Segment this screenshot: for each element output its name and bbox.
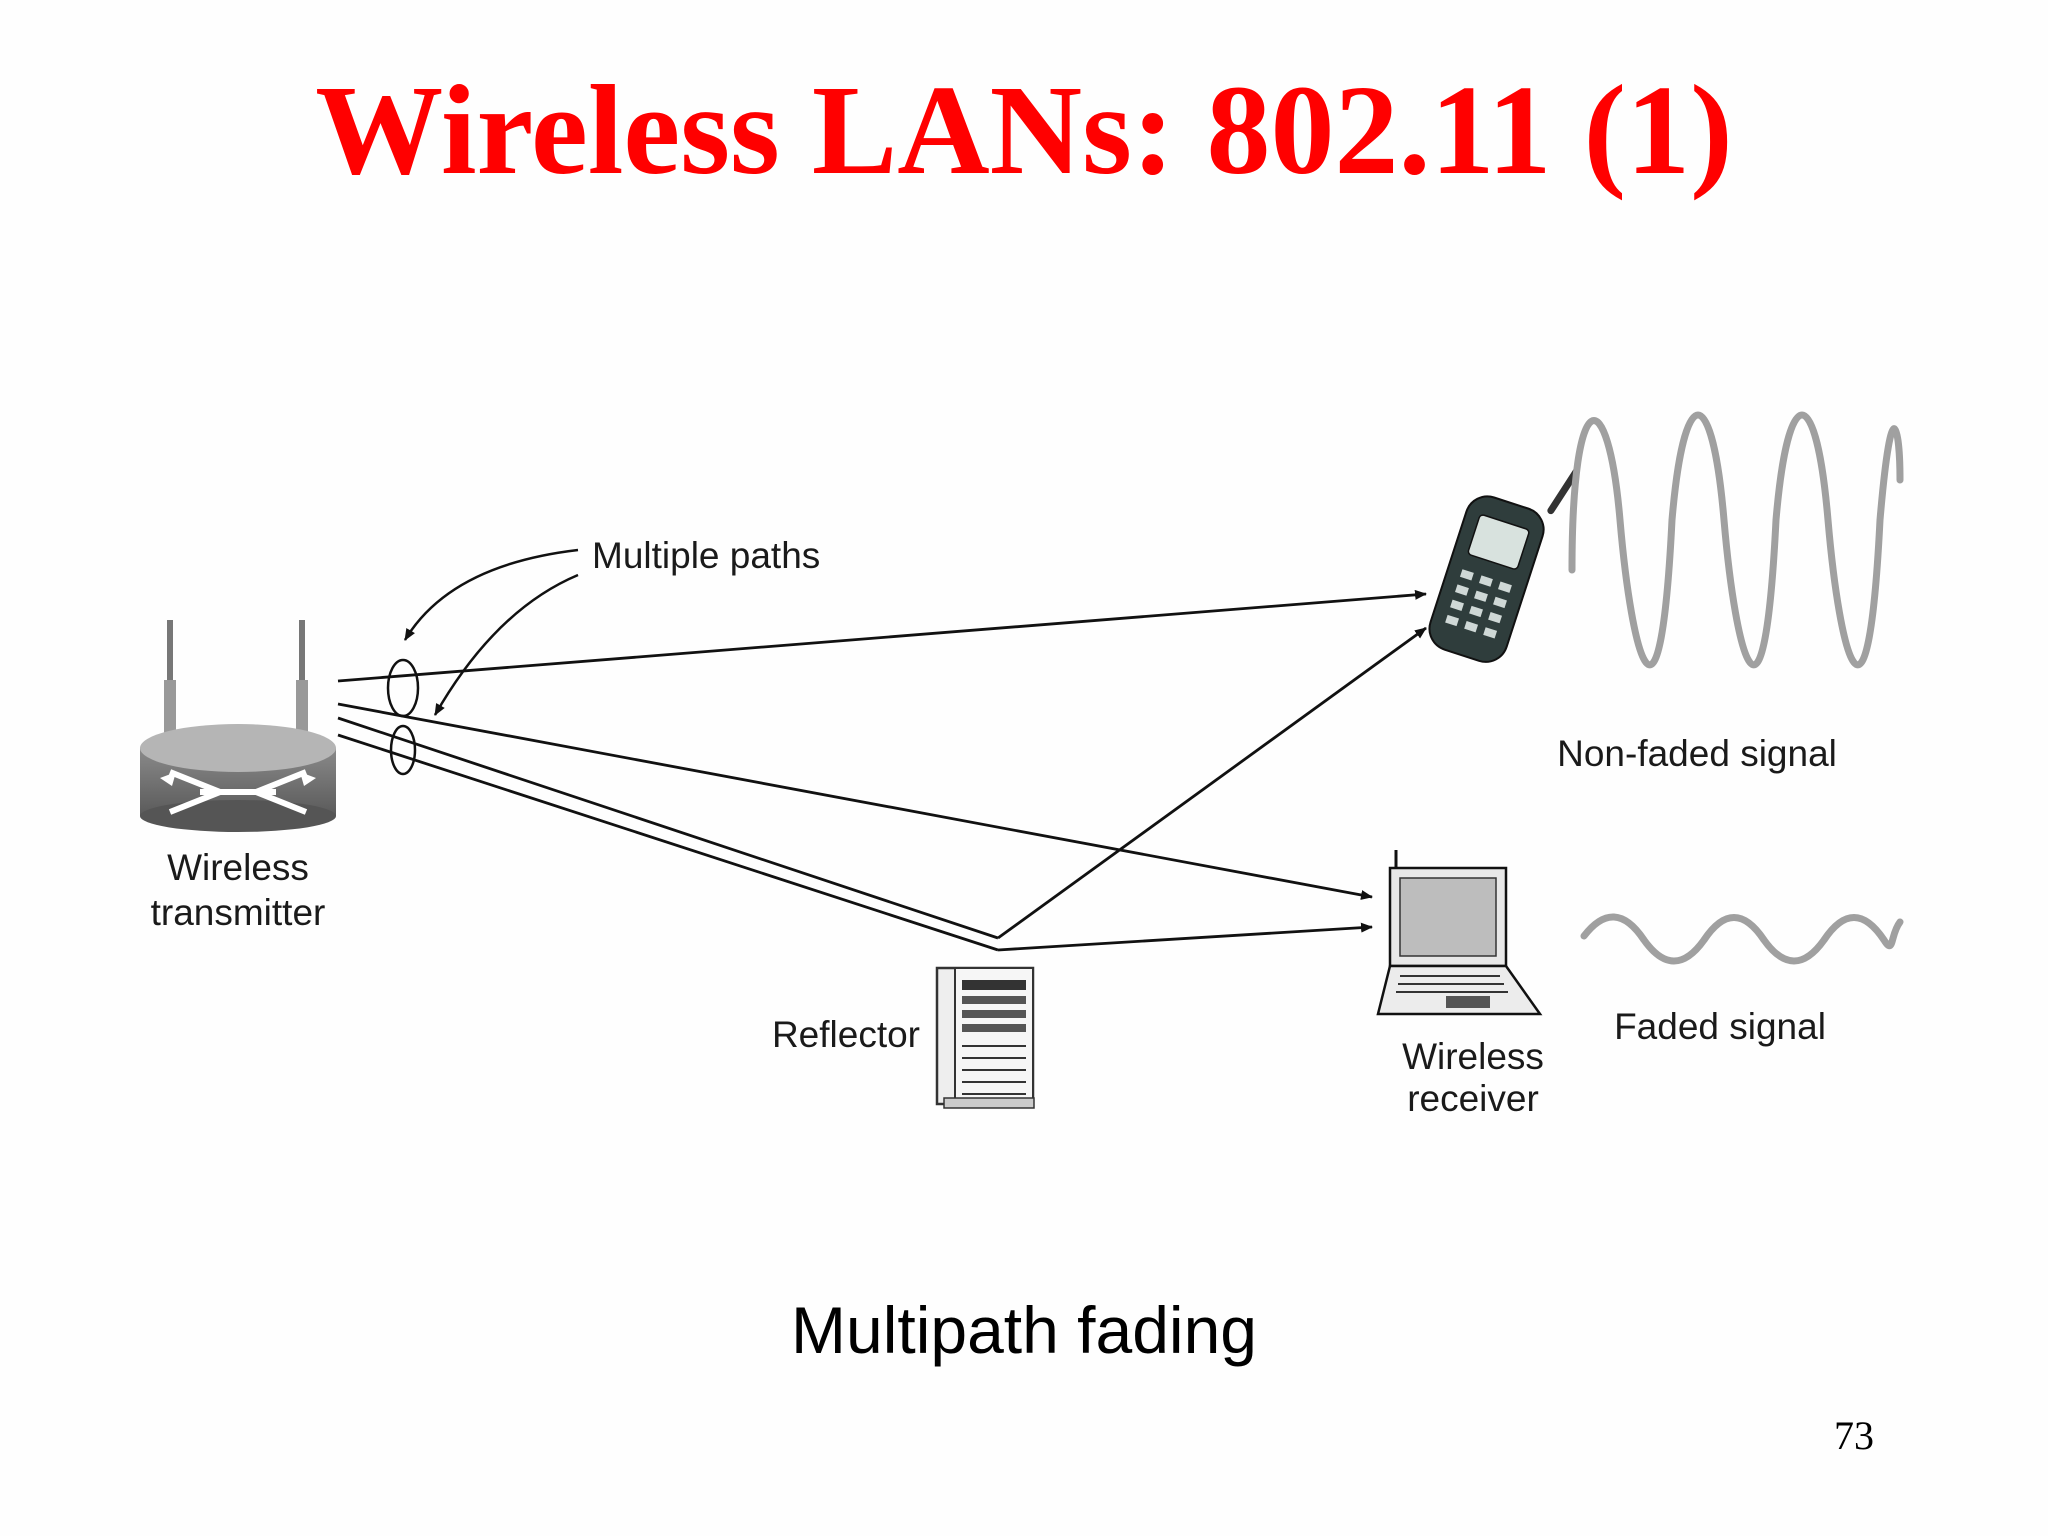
page-number: 73 [1834,1413,1874,1458]
signal-paths [337,589,1427,952]
receiver-label-line2: receiver [1407,1078,1539,1119]
non-faded-signal-label: Non-faded signal [1557,733,1837,774]
path-to-reflector-a [337,716,999,940]
reflected-path-to-laptop [997,922,1373,952]
path-to-reflector-b [337,733,999,952]
server-tower-icon [935,966,1035,1109]
reflected-path-to-phone [997,626,1427,940]
path-group-ellipse-upper [386,658,420,718]
slide-title: Wireless LANs: 802.11 (1) [315,59,1733,201]
receiver-label-line1: Wireless [1402,1036,1544,1077]
non-faded-signal-wave [1568,411,1904,669]
direct-path-to-laptop [337,702,1373,900]
transmitter-label-line2: transmitter [151,892,326,933]
figure-caption: Multipath fading [791,1293,1257,1367]
faded-signal-wave [1580,913,1904,965]
direct-path-to-phone [337,589,1427,683]
mobile-phone-icon [1428,468,1580,663]
path-group-ellipse-lower [389,724,417,776]
multiple-paths-callout [403,548,579,716]
reflector-label: Reflector [772,1014,920,1055]
faded-signal-label: Faded signal [1614,1006,1826,1047]
laptop-icon [1376,850,1543,1016]
multiple-paths-label: Multiple paths [592,535,820,576]
transmitter-label-line1: Wireless [167,847,309,888]
wireless-router-icon [140,620,336,832]
